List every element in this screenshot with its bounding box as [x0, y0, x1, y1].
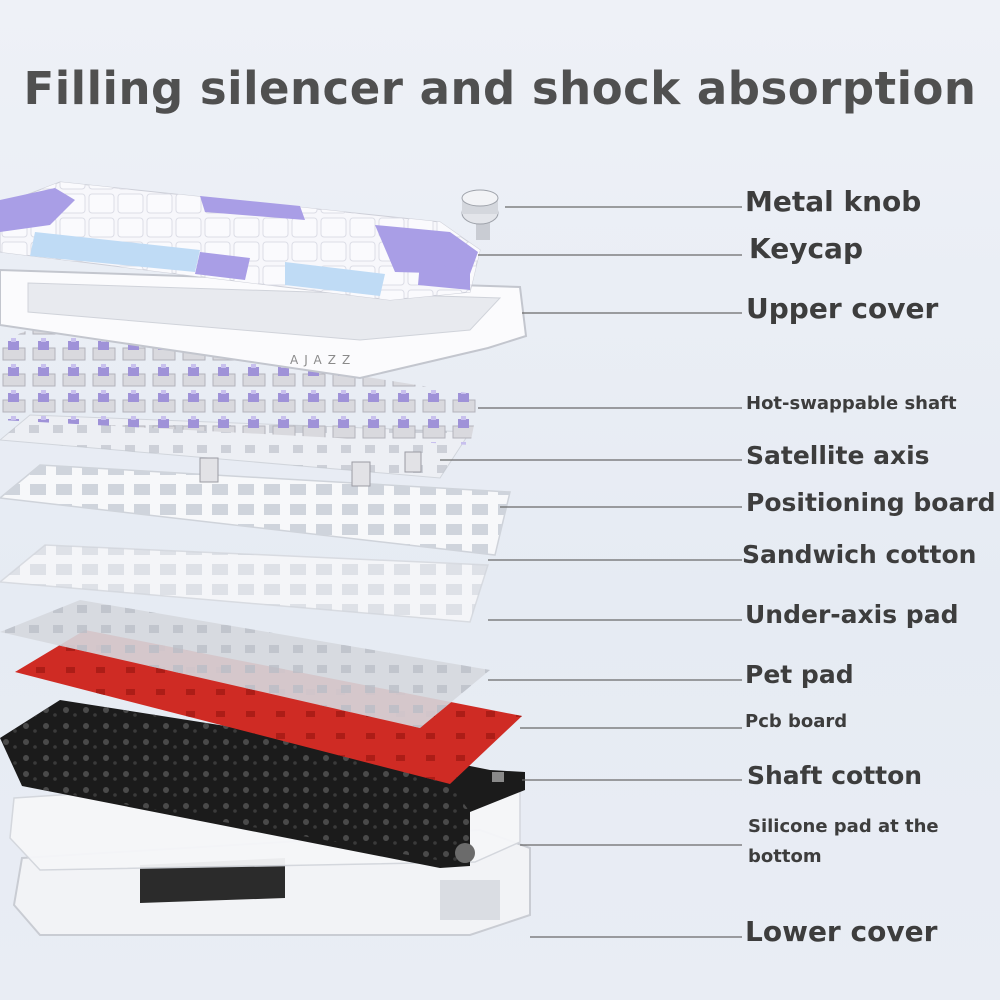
label-lower-cover: Lower cover: [745, 915, 938, 948]
page-title: Filling silencer and shock absorption: [23, 62, 977, 115]
positioning-board-layer: [0, 464, 511, 556]
leader-lines: [440, 206, 742, 938]
brand-mark: AJAZZ: [290, 353, 356, 367]
label-satellite-axis: Satellite axis: [746, 441, 930, 470]
label-metal-knob: Metal knob: [745, 185, 922, 218]
label-hot-swappable-shaft: Hot-swappable shaft: [746, 393, 957, 414]
label-pcb-board: Pcb board: [745, 711, 848, 732]
label-positioning-board: Positioning board: [746, 488, 996, 517]
sandwich-cotton-layer: [0, 544, 490, 623]
label-pet-pad: Pet pad: [745, 660, 854, 689]
label-under-axis-pad: Under-axis pad: [745, 600, 959, 629]
keycap-layer: [0, 181, 481, 301]
pcb-board-layer: [0, 700, 525, 868]
hot-swappable-shaft-layer: [0, 325, 480, 445]
metal-knob-icon: [461, 189, 499, 240]
label-shaft-cotton: Shaft cotton: [747, 761, 923, 790]
label-upper-cover: Upper cover: [746, 292, 939, 325]
label-keycap: Keycap: [749, 232, 863, 265]
under-axis-pad-layer: [0, 600, 490, 728]
label-silicone-pad-at-the-bottom: Silicone pad at the bottom: [748, 816, 939, 867]
label-sandwich-cotton: Sandwich cotton: [742, 540, 977, 569]
pet-pad-layer: [15, 630, 522, 784]
